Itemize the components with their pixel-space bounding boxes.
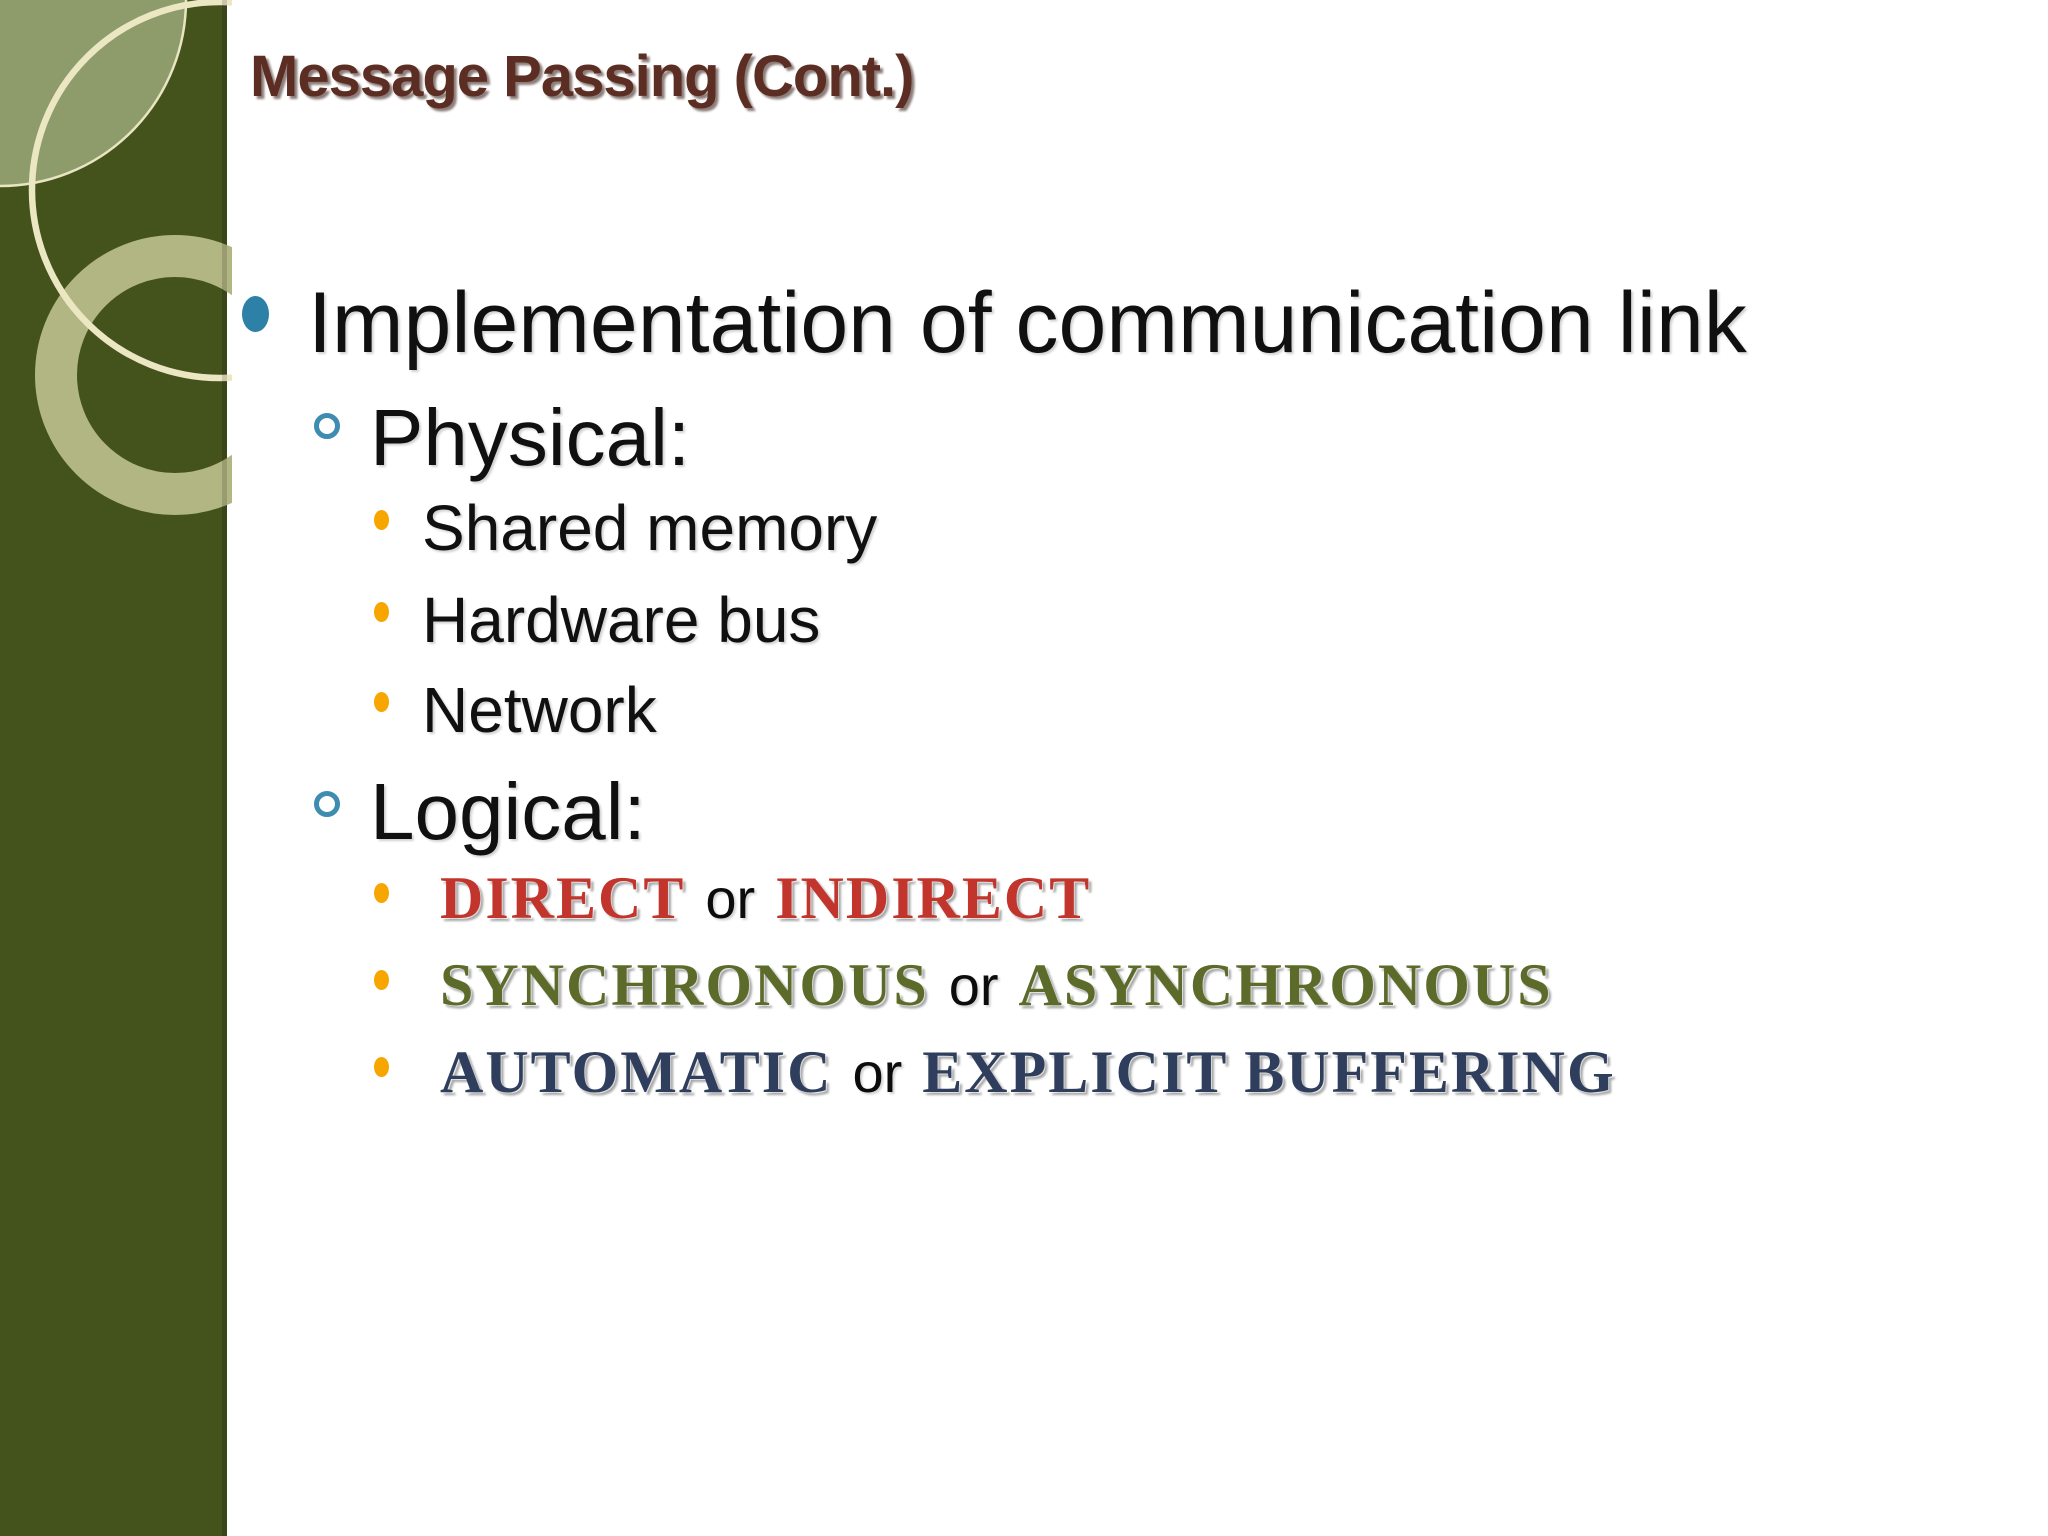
logical-item-automatic-explicit-buffering: AUTOMATIC or EXPLICIT BUFFERING [440,1042,1616,1102]
bullet-dot-orange-icon [374,602,389,622]
or-word: or [948,954,999,1017]
logical-item-direct-indirect: DIRECT or INDIRECT [440,868,1091,928]
explicit-buffering-word: EXPLICIT BUFFERING [922,1039,1616,1105]
bullet-ring-teal-icon [314,791,340,817]
bullet-dot-orange-icon [374,1057,389,1077]
automatic-word: AUTOMATIC [440,1039,833,1105]
or-word: or [852,1041,903,1104]
bullet-dot-orange-icon [374,970,389,990]
sidebar-thin-circle [28,0,232,382]
physical-item-network: Network [422,674,657,746]
direct-word: DIRECT [440,865,686,931]
physical-item-hardware-bus: Hardware bus [422,584,821,656]
bullet-dot-teal-icon [242,296,269,332]
or-word: or [705,867,756,930]
logical-item-synchronous-asynchronous: SYNCHRONOUS or ASYNCHRONOUS [440,955,1553,1015]
sidebar-edge-shade [222,0,227,1536]
bullet-ring-teal-icon [314,413,340,439]
indirect-word: INDIRECT [775,865,1092,931]
synchronous-word: SYNCHRONOUS [440,952,929,1018]
page-title: Message Passing (Cont.) [250,44,914,109]
bullet-physical-label: Physical: [370,393,691,482]
sidebar-decoration [0,0,232,1536]
bullet-dot-orange-icon [374,510,389,530]
sidebar-khaki-ring [35,235,232,515]
bullet-dot-orange-icon [374,692,389,712]
bullet-logical-label: Logical: [370,767,646,856]
bullet-dot-orange-icon [374,883,389,903]
physical-item-shared-memory: Shared memory [422,492,878,564]
sidebar-quarter-disc [0,0,188,188]
bullet-level1-text: Implementation of communication link [308,275,1747,371]
asynchronous-word: ASYNCHRONOUS [1018,952,1553,1018]
